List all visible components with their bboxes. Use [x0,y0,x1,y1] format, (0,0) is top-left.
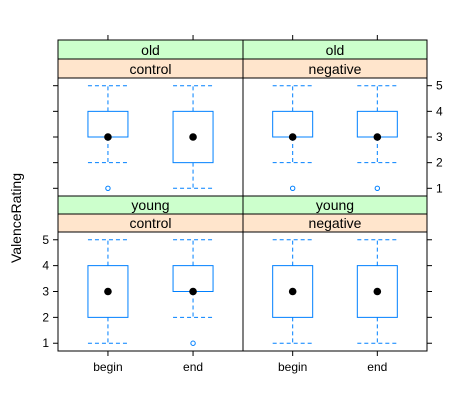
box-iqr [356,265,398,318]
strip-inner-label: negative [309,61,362,77]
panel-young-control: young control 1 2 3 4 5 begin end [42,195,244,374]
strip-outer-label: young [316,197,354,213]
panel-grid: old control old negative 1 2 3 4 5 young control 1 2… [42,35,443,374]
panel-frame [57,231,244,352]
outlier-point [374,185,381,192]
x-tick-label: begin [93,360,122,374]
box-end [356,85,398,192]
box-iqr [172,110,214,164]
panel-frame [242,77,428,197]
box-iqr [356,110,398,138]
y-tick-label: 2 [42,310,49,324]
y-tick-label: 5 [42,233,49,247]
y-tick-label: 1 [42,336,49,350]
median-point [104,133,112,141]
box-iqr [272,110,314,138]
box-iqr [87,265,129,318]
y-tick-label: 5 [436,79,443,93]
box-begin [272,239,314,344]
y-tick-label: 1 [436,181,443,195]
y-tick-label: 4 [436,104,443,118]
x-tick-label: begin [278,360,307,374]
panel-old-negative: old negative 1 2 3 4 5 [242,35,443,197]
strip-outer-label: old [326,42,345,58]
panel-old-control: old control [53,35,244,197]
y-tick-label: 3 [42,285,49,299]
median-point [373,287,382,296]
y-tick-label: 2 [436,156,443,170]
box-end [172,85,214,189]
outlier-point [289,185,296,192]
strip-outer-label: old [141,42,160,58]
median-point [373,133,382,141]
box-iqr [87,110,129,138]
y-axis-label: ValenceRating [8,173,24,263]
box-begin [272,85,314,192]
median-point [189,133,197,141]
median-point [189,287,197,296]
median-point [288,133,297,141]
median-point [288,287,297,296]
box-end [172,239,214,346]
strip-inner-label: control [129,61,171,77]
box-begin [87,85,129,192]
y-tick-label: 4 [42,259,49,273]
outlier-point [105,185,111,192]
x-tick-label: end [367,360,387,374]
panel-frame [242,231,428,352]
box-iqr [272,265,314,318]
outlier-point [190,340,196,346]
box-begin [87,239,129,344]
y-tick-label: 3 [436,130,443,144]
x-tick-label: end [183,360,203,374]
strip-inner-label: negative [309,215,362,231]
panel-young-negative: young negative begin end [242,195,432,374]
panel-frame [57,77,244,197]
strip-outer-label: young [131,197,169,213]
median-point [104,287,112,296]
strip-inner-label: control [129,215,171,231]
box-end [356,239,398,344]
box-iqr [172,265,214,292]
